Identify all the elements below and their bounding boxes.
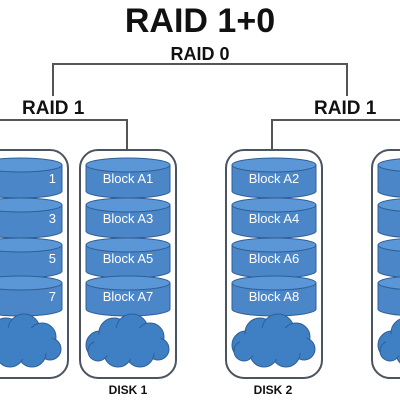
disk-1: Block A1 Block A3 Block A5 Block A7 (79, 149, 177, 379)
block-platter: Block A5 (85, 237, 171, 279)
cloud-icon (0, 313, 62, 368)
block-platter: Block A7 (85, 275, 171, 317)
cloud-icon (377, 318, 400, 364)
raid1-left-connector (0, 119, 128, 150)
block-label: Block A1 (103, 171, 154, 186)
block-label: Block A5 (103, 251, 154, 266)
block-platter: Block A2 (231, 157, 317, 199)
raid1-right-label: RAID 1 (314, 98, 377, 119)
block-label: Block A4 (249, 211, 300, 226)
diagram-title: RAID 1+0 (124, 2, 276, 40)
cloud-icon (231, 313, 316, 368)
disk-0: 1 3 5 7 (0, 149, 69, 379)
block-platter (377, 158, 400, 198)
disk1-label: DISK 1 (108, 383, 148, 397)
disk-3 (371, 149, 400, 379)
disk2-label: DISK 2 (253, 383, 293, 397)
block-label: 3 (49, 211, 56, 226)
block-label: Block A3 (103, 211, 154, 226)
cloud-icon (85, 313, 170, 368)
raid1-left-label: RAID 1 (22, 98, 85, 119)
block-platter: 3 (0, 197, 63, 239)
block-platter (377, 238, 400, 278)
disk-2: Block A2 Block A4 Block A6 Block A8 (225, 149, 323, 379)
connector-lines (0, 63, 400, 150)
block-label: 1 (49, 171, 56, 186)
block-label: Block A2 (249, 171, 300, 186)
block-label: 7 (49, 289, 56, 304)
block-platter: 7 (0, 275, 63, 317)
raid0-connector (52, 63, 348, 96)
block-platter: Block A6 (231, 237, 317, 279)
block-label: Block A7 (103, 289, 154, 304)
block-platter (377, 276, 400, 316)
block-platter (377, 198, 400, 238)
block-platter: Block A1 (85, 157, 171, 199)
block-label: Block A8 (249, 289, 300, 304)
block-label: Block A6 (249, 251, 300, 266)
block-label: 5 (49, 251, 56, 266)
block-platter: Block A3 (85, 197, 171, 239)
raid1-right-connector (271, 119, 400, 150)
block-platter: 1 (0, 157, 63, 199)
block-platter: Block A4 (231, 197, 317, 239)
raid0-label: RAID 0 (170, 44, 230, 64)
block-platter: Block A8 (231, 275, 317, 317)
block-platter: 5 (0, 237, 63, 279)
